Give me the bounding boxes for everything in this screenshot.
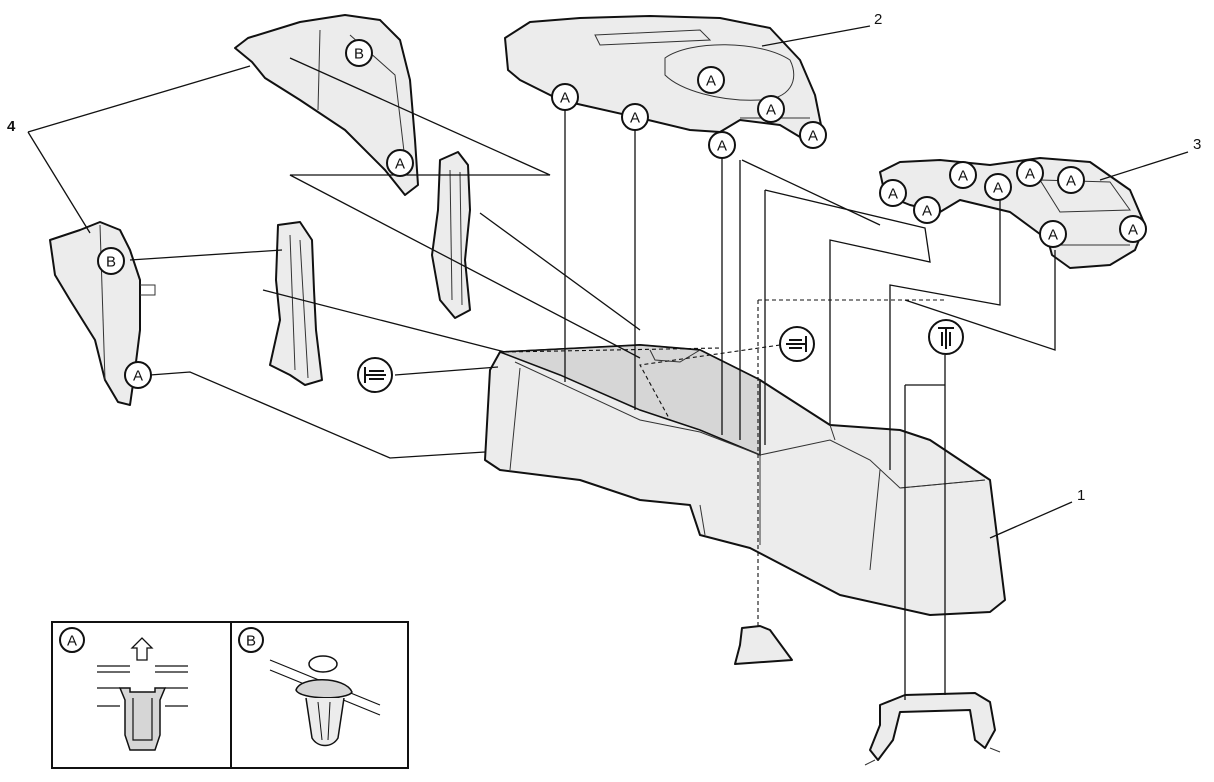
svg-text:A: A [1048,227,1058,244]
callout-a: A [708,131,736,159]
svg-text:A: A [133,368,143,385]
detail-legend: A B [51,621,409,769]
svg-text:A: A [630,110,640,127]
leader-part-4-lower [27,131,91,234]
callout-a: A [949,161,977,189]
detail-panel-b: B [238,627,381,747]
svg-text:A: A [1128,222,1138,239]
floor-bracket-rear [864,692,1001,766]
callout-a: A [757,95,785,123]
bracket-upper [431,151,471,319]
label-part-2: 2 [874,11,882,28]
callout-a: A [124,361,152,389]
callout-a: A [551,83,579,111]
svg-text:A: A [395,156,405,173]
callout-a: A [799,121,827,149]
detail-label-b: B [246,633,256,650]
svg-text:A: A [1025,166,1035,183]
leader-part-1 [989,501,1073,539]
callout-a: A [913,196,941,224]
svg-text:B: B [354,46,364,63]
label-part-4: 4 [7,118,16,135]
svg-text:A: A [888,186,898,203]
detail-panel-a: A [59,627,188,751]
detail-label-a: A [67,633,77,650]
svg-text:A: A [717,138,727,155]
callouts: A A A A A A A A A A A A A A B A B A [97,39,1147,389]
svg-text:B: B [106,254,116,271]
callout-a: A [1119,215,1147,243]
support-bracket-front [734,625,793,665]
svg-text:A: A [958,168,968,185]
callout-a: A [697,66,725,94]
assembly-lines [129,57,1056,700]
svg-text:A: A [808,128,818,145]
screw-symbol-left [357,357,393,393]
svg-text:A: A [766,102,776,119]
callout-a: A [984,173,1012,201]
label-part-3: 3 [1193,136,1201,153]
bracket-lower [269,221,323,386]
callout-a: A [1039,220,1067,248]
screw-symbol-center [779,326,815,362]
callout-a: A [879,179,907,207]
svg-text:A: A [1066,173,1076,190]
leader-part-2 [761,25,871,47]
callout-b: B [97,247,125,275]
label-part-1: 1 [1077,487,1085,504]
svg-text:A: A [560,90,570,107]
callout-a: A [386,149,414,177]
leader-part-3 [1099,151,1189,181]
svg-text:A: A [706,73,716,90]
svg-text:A: A [993,180,1003,197]
callout-a: A [1057,166,1085,194]
leader-part-4-upper [27,65,251,133]
callout-a: A [1016,159,1044,187]
callout-a: A [621,103,649,131]
callout-b: B [345,39,373,67]
screw-symbol-right [928,319,964,355]
svg-text:A: A [922,203,932,220]
